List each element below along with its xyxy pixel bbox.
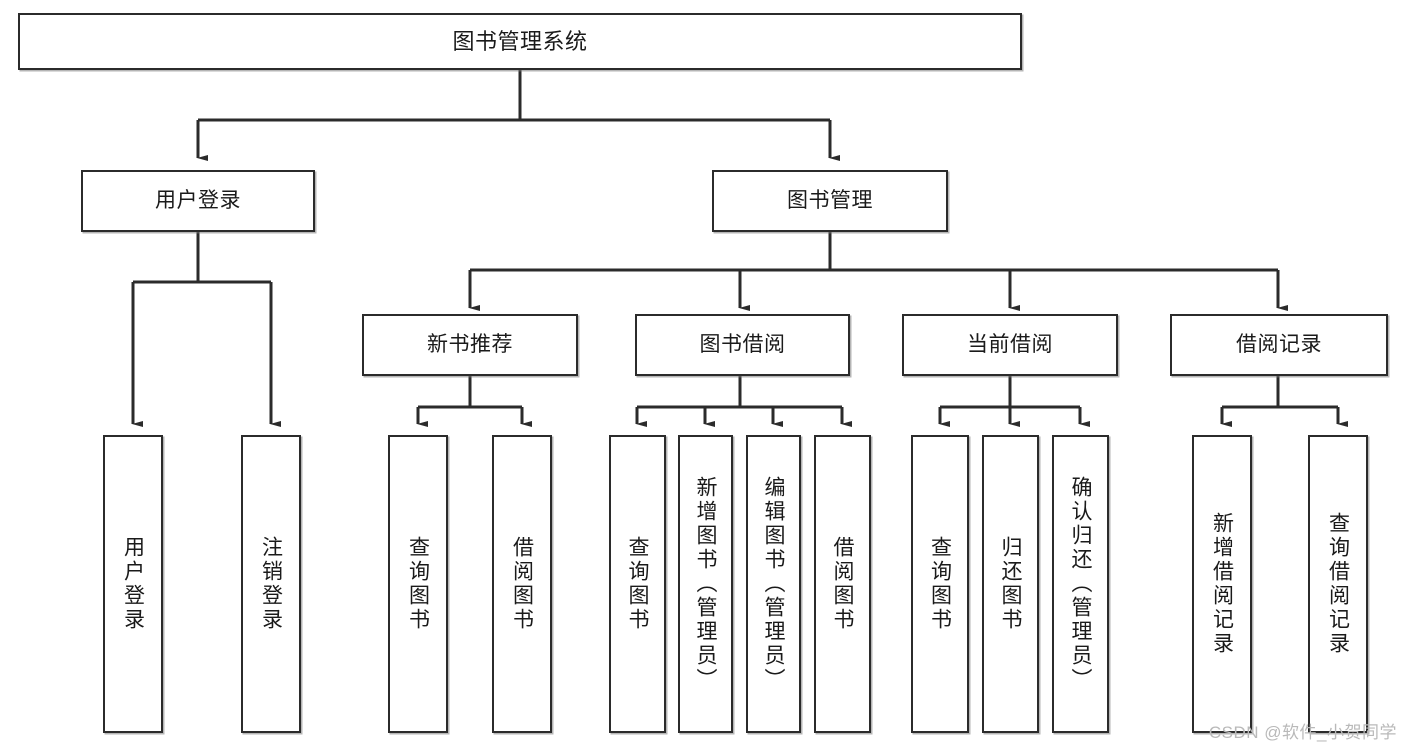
- node-label: 当前借阅: [967, 332, 1053, 356]
- leaf-logout[interactable]: 注销登录: [241, 435, 301, 733]
- node-label: 用户登录: [121, 536, 145, 632]
- node-label: 查询图书: [626, 536, 649, 632]
- leaf-cb-confirm-return[interactable]: 确认归还（管理员）: [1052, 435, 1109, 733]
- leaf-nb-borrow-book[interactable]: 借阅图书: [492, 435, 552, 733]
- leaf-nb-query-book[interactable]: 查询图书: [388, 435, 448, 733]
- node-root-system[interactable]: 图书管理系统: [18, 13, 1022, 70]
- leaf-bb-edit-book[interactable]: 编辑图书（管理员）: [746, 435, 801, 733]
- node-book-management[interactable]: 图书管理: [712, 170, 948, 232]
- leaf-cb-return-book[interactable]: 归还图书: [982, 435, 1039, 733]
- leaf-cb-query-book[interactable]: 查询图书: [911, 435, 969, 733]
- node-label: 查询图书: [928, 536, 952, 632]
- leaf-user-login[interactable]: 用户登录: [103, 435, 163, 733]
- node-label: 新增借阅记录: [1210, 512, 1234, 656]
- leaf-bb-borrow-book[interactable]: 借阅图书: [814, 435, 871, 733]
- node-label: 编辑图书（管理员）: [762, 476, 785, 692]
- node-new-book-recommend[interactable]: 新书推荐: [362, 314, 578, 376]
- leaf-bb-query-book[interactable]: 查询图书: [609, 435, 666, 733]
- watermark: CSDN @软件_小贺同学: [1208, 723, 1397, 742]
- node-user-login[interactable]: 用户登录: [81, 170, 315, 232]
- node-label: 查询借阅记录: [1326, 512, 1350, 656]
- node-label: 确认归还（管理员）: [1069, 476, 1092, 692]
- node-current-borrow[interactable]: 当前借阅: [902, 314, 1118, 376]
- node-label: 借阅图书: [510, 536, 534, 632]
- node-borrow-record[interactable]: 借阅记录: [1170, 314, 1388, 376]
- node-label: 新增图书（管理员）: [694, 476, 717, 692]
- node-label: 注销登录: [259, 536, 283, 632]
- node-label: 用户登录: [155, 188, 241, 212]
- node-label: 借阅图书: [831, 536, 854, 632]
- node-label: 新书推荐: [427, 332, 513, 356]
- leaf-bb-add-book[interactable]: 新增图书（管理员）: [678, 435, 733, 733]
- node-label: 归还图书: [999, 536, 1022, 632]
- node-label: 图书管理系统: [452, 28, 588, 54]
- leaf-br-add-record[interactable]: 新增借阅记录: [1192, 435, 1252, 733]
- node-label: 图书管理: [787, 188, 873, 212]
- node-label: 借阅记录: [1236, 332, 1322, 356]
- node-label: 查询图书: [406, 536, 430, 632]
- node-label: 图书借阅: [699, 332, 786, 356]
- leaf-br-query-record[interactable]: 查询借阅记录: [1308, 435, 1368, 733]
- node-book-borrow[interactable]: 图书借阅: [635, 314, 850, 376]
